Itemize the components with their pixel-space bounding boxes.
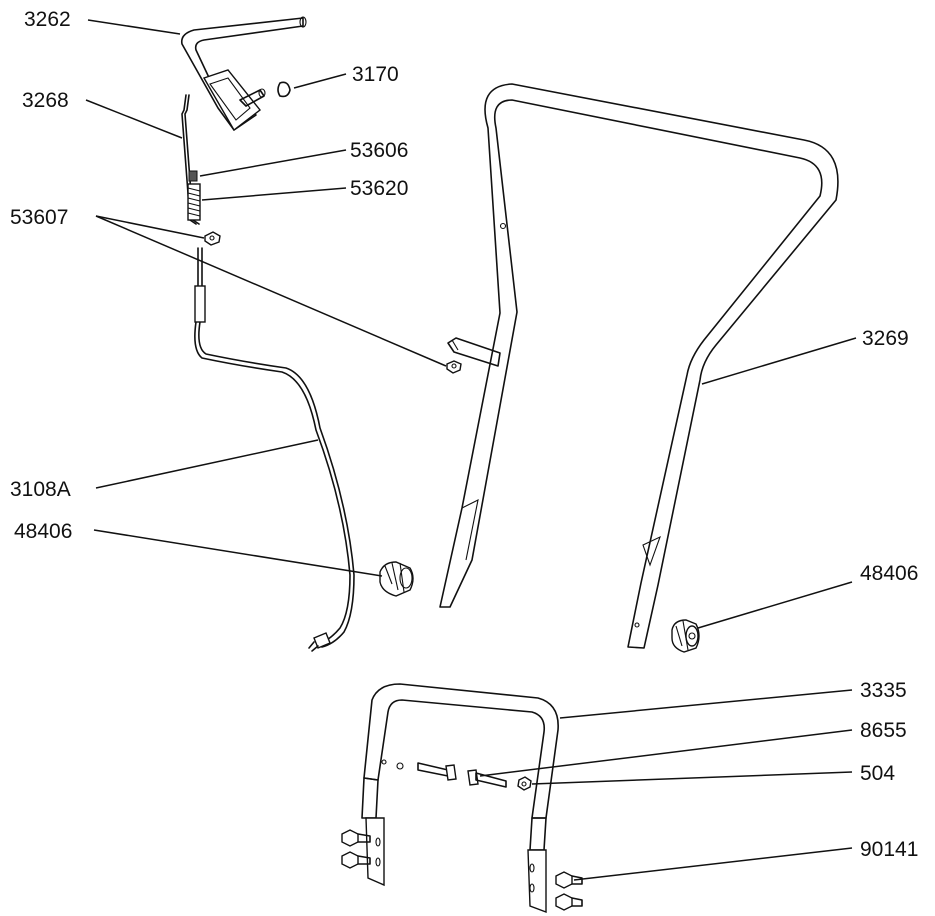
knob-48406-left: [379, 561, 414, 597]
hex-nut-53607-lower: [446, 360, 462, 374]
control-lever-3262: [180, 16, 307, 132]
flange-bolts-90141-right: [555, 871, 583, 911]
label-48406-right: 48406: [860, 562, 918, 585]
ferrule-53606: [188, 170, 198, 182]
lower-handle-3335: [361, 683, 559, 914]
bolt-8655-left: [417, 762, 457, 781]
label-3108A: 3108A: [10, 478, 71, 501]
upper-handle-3269: [439, 83, 839, 649]
label-3269: 3269: [862, 327, 909, 350]
label-3262: 3262: [24, 8, 71, 31]
nut-504: [517, 776, 532, 791]
label-53607: 53607: [10, 206, 68, 229]
label-48406-left: 48406: [14, 520, 72, 543]
leader-lines: [85, 19, 857, 881]
spring-53620: [187, 183, 201, 221]
label-3170: 3170: [352, 63, 399, 86]
bolt-8655-right: [467, 769, 507, 788]
label-8655: 8655: [860, 719, 907, 742]
cable-3108A: [194, 247, 355, 652]
label-53620: 53620: [350, 177, 408, 200]
hex-nut-53607-upper: [204, 231, 221, 246]
part-labels: 3262 3170 3268 53606 53620 53607 3269 31…: [10, 8, 918, 861]
label-90141: 90141: [860, 838, 918, 861]
label-53606: 53606: [350, 139, 408, 162]
label-504: 504: [860, 762, 895, 785]
label-3268: 3268: [22, 89, 69, 112]
label-3335: 3335: [860, 679, 907, 702]
knob-48406-right: [671, 619, 700, 653]
control-rod-3268: [181, 94, 200, 225]
clip-3170: [277, 81, 291, 98]
flange-bolts-90141-left: [341, 829, 371, 869]
